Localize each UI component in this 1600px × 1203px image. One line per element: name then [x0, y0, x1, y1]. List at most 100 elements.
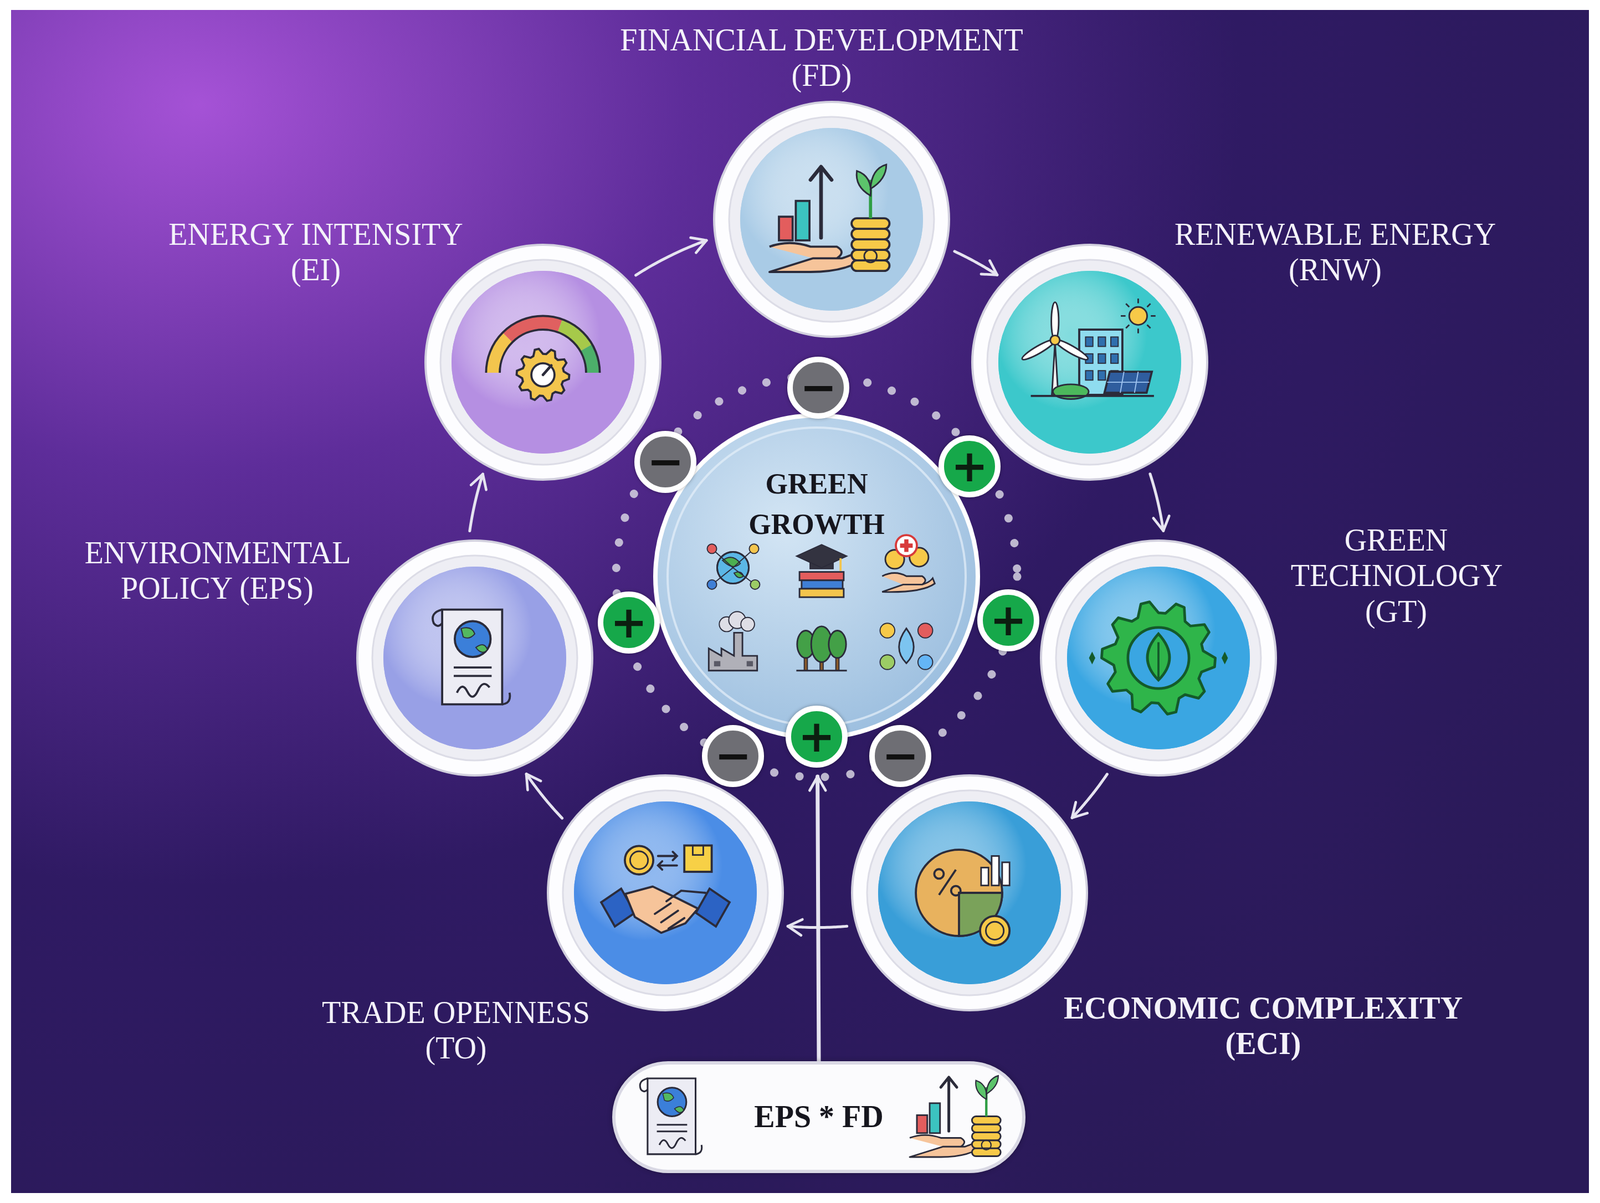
factor-label: GREEN TECHNOLOGY (GT) [1290, 522, 1502, 630]
factor-icon [915, 849, 1010, 946]
cycle-arrow [469, 474, 484, 532]
inner-disc-shine [998, 270, 1182, 454]
icon-shape [1031, 395, 1155, 398]
center-icon [708, 611, 757, 671]
outer-ring [972, 244, 1208, 480]
center-title: GREEN GROWTH [748, 464, 885, 546]
inner-disc [740, 127, 923, 311]
purple-ground [11, 9, 1589, 1194]
icon-shape [986, 1075, 999, 1095]
factor-icon [1020, 298, 1156, 399]
icon-shape [918, 654, 933, 670]
icon-shape [796, 669, 847, 672]
circle-group [1040, 540, 1276, 776]
icon-shape [951, 886, 961, 896]
inner-disc-shine [451, 270, 635, 454]
factor-icon [432, 609, 510, 705]
factor-label: RENEWABLE ENERGY (RNW) [1155, 216, 1516, 289]
middle-ring [729, 116, 935, 322]
icon-shape [750, 580, 760, 590]
effect-sign: − [787, 356, 850, 419]
factor-circle: FINANCIAL DEVELOPMENT (FD) [712, 100, 951, 339]
icon-shape [851, 239, 890, 250]
icon-shape [1085, 336, 1093, 347]
factor-circle: ENERGY INTENSITY (EI) [423, 243, 663, 482]
factor-circle: TRADE OPENNESS (TO) [546, 773, 785, 1013]
icon-shape [801, 580, 843, 589]
effect-sign: − [634, 431, 697, 494]
icon-shape [453, 667, 492, 676]
icon-shape [971, 1132, 1001, 1141]
icon-shape [740, 617, 755, 632]
icon-shape [1125, 303, 1130, 307]
cycle-arrow [526, 773, 563, 819]
icon-shape [971, 1116, 1001, 1125]
icon-shape [1098, 336, 1106, 347]
inner-disc-shine [878, 801, 1061, 985]
factor-label: ECONOMIC COMPLEXITY (ECI) [1041, 990, 1485, 1063]
center-icon [796, 544, 847, 598]
factor-icon [485, 315, 600, 401]
icon-shape [460, 627, 475, 639]
icon-shape [708, 632, 757, 671]
outer-ring [547, 775, 783, 1011]
circle-group [714, 101, 950, 337]
outer-ring [425, 244, 661, 480]
factor-circle: ECONOMIC COMPLEXITY (ECI) [850, 773, 1089, 1013]
icon-shape [940, 1077, 957, 1088]
icon-shape [717, 552, 750, 584]
icon-shape [810, 166, 832, 181]
icon-shape [442, 609, 502, 705]
circle-group [425, 244, 661, 480]
center-icon [706, 544, 760, 590]
inner-disc-shine [573, 801, 757, 985]
icon-shape [795, 201, 810, 241]
icon-shape [1110, 354, 1119, 364]
cycle-arrow [636, 240, 707, 276]
icon-shape [454, 621, 491, 658]
icon-shape [778, 216, 793, 241]
icon-shape [1050, 335, 1060, 346]
outer-ring [357, 540, 593, 776]
icon-shape [662, 1093, 674, 1102]
inner-disc-shine [383, 566, 567, 750]
icon-shape [851, 249, 890, 261]
inner-disc [573, 801, 757, 985]
icon-shape [717, 552, 750, 584]
center-icon [796, 626, 847, 671]
center-circle: GREEN GROWTH [653, 413, 981, 741]
icon-shape [985, 921, 1004, 940]
icon-shape [1101, 602, 1215, 715]
icon-shape [1085, 370, 1093, 381]
circle-outline [712, 100, 951, 339]
icon-shape [1098, 354, 1106, 364]
outer-ring [1040, 540, 1276, 776]
icon-shape [1157, 642, 1160, 681]
icon-shape [880, 654, 896, 670]
circle-group [357, 540, 593, 776]
circle-outline [850, 773, 1089, 1013]
inner-disc [451, 270, 635, 454]
icon-shape [659, 1137, 686, 1148]
middle-ring [987, 259, 1193, 465]
icon-shape [1150, 315, 1156, 317]
icon-shape [1147, 325, 1151, 329]
center-inner-ring [667, 427, 966, 726]
icon-shape [1137, 298, 1140, 304]
factor-icon [1089, 602, 1229, 715]
effect-sign: + [938, 435, 1001, 498]
finance-icon [909, 1075, 1001, 1158]
icon-shape [1002, 862, 1010, 886]
icon-shape [981, 867, 989, 886]
interaction-arrow [817, 776, 819, 1062]
icon-shape [1120, 315, 1126, 317]
icon-shape [895, 535, 917, 557]
icon-shape [1147, 633, 1170, 681]
interaction-label: EPS * FD [754, 1100, 884, 1135]
icon-shape [916, 1115, 928, 1133]
icon-shape [639, 1078, 702, 1155]
inner-disc-shine [1067, 566, 1250, 750]
icon-shape [684, 845, 712, 873]
